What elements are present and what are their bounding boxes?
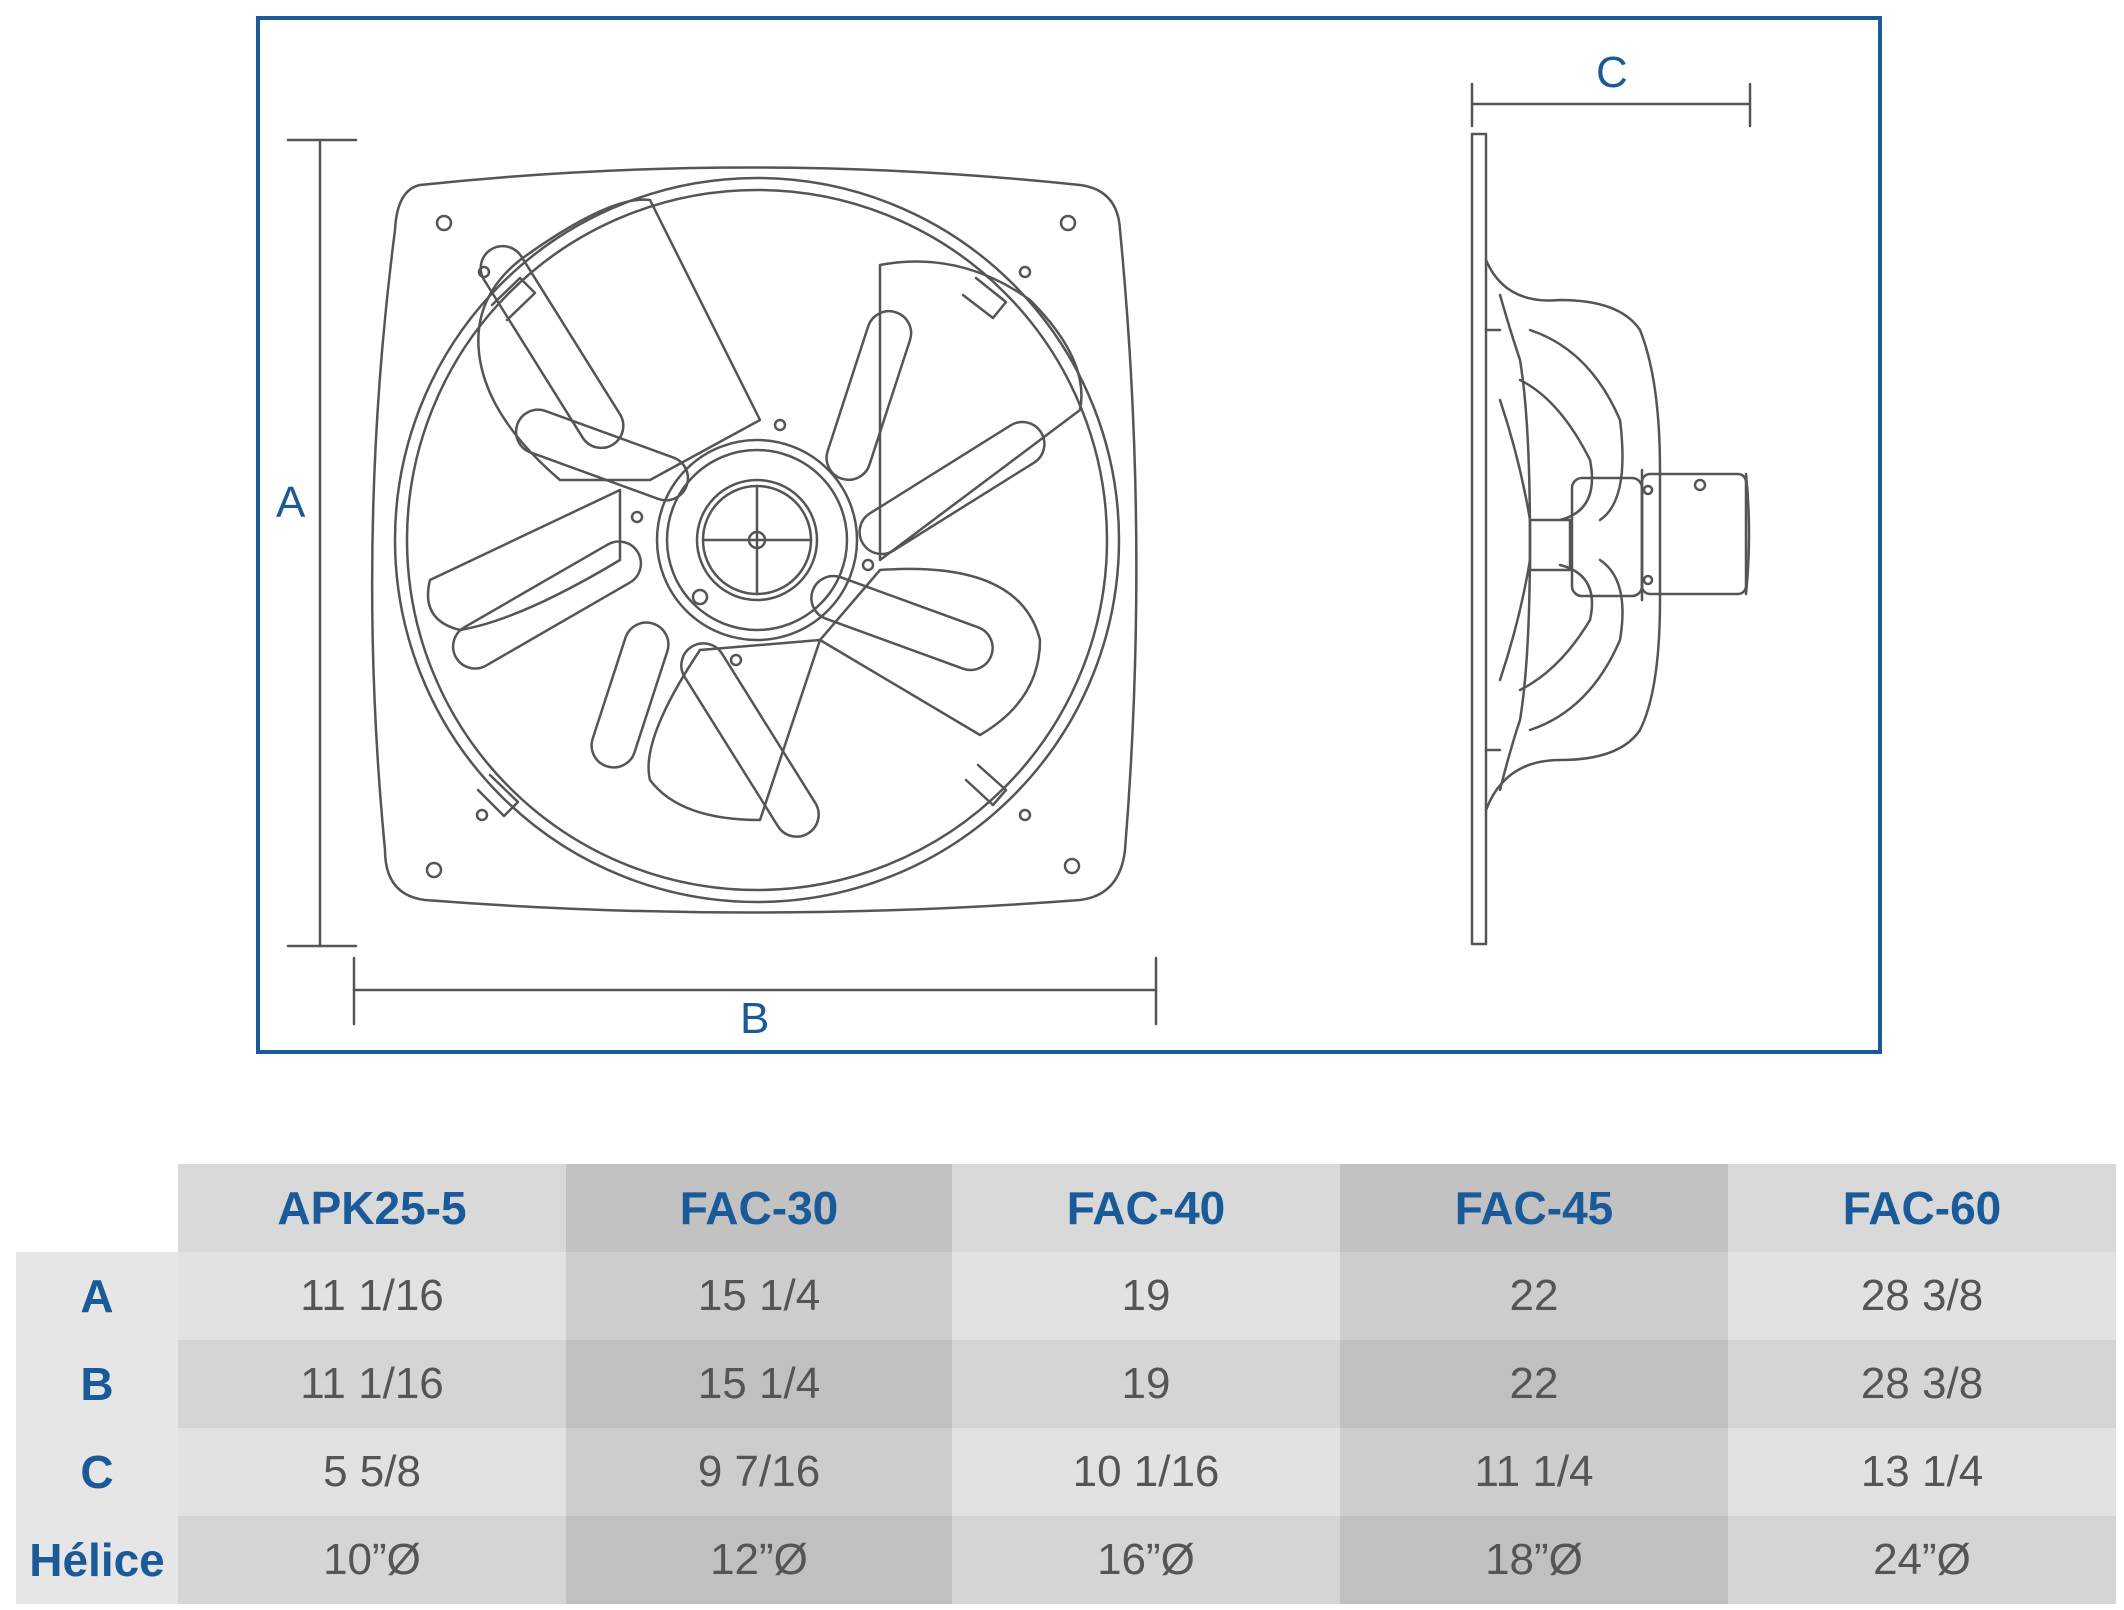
row-label: Hélice [16, 1516, 178, 1604]
table-row: B 11 1/16 15 1/4 19 22 28 3/8 [16, 1340, 2116, 1428]
table-cell: 22 [1340, 1252, 1728, 1340]
spec-table: APK25-5 FAC-30 FAC-40 FAC-45 FAC-60 A 11… [16, 1164, 2116, 1604]
row-label: A [16, 1252, 178, 1340]
hub-outer [655, 438, 859, 642]
table-row: A 11 1/16 15 1/4 19 22 28 3/8 [16, 1252, 2116, 1340]
table-cell: 11 1/16 [178, 1340, 566, 1428]
table-cell: 19 [952, 1340, 1340, 1428]
fan-technical-drawing [286, 82, 1752, 1026]
inner-ring [405, 188, 1109, 892]
model-header: FAC-60 [1728, 1164, 2116, 1252]
blade-arms [451, 244, 1046, 838]
table-cell: 12”Ø [566, 1516, 952, 1604]
table-row: Hélice 10”Ø 12”Ø 16”Ø 18”Ø 24”Ø [16, 1516, 2116, 1604]
table-cell: 15 1/4 [566, 1252, 952, 1340]
table-cell: 11 1/16 [178, 1252, 566, 1340]
row-label: C [16, 1428, 178, 1516]
model-header: FAC-30 [566, 1164, 952, 1252]
motor-body [1640, 472, 1748, 596]
model-header: FAC-45 [1340, 1164, 1728, 1252]
fan-front-view [370, 166, 1138, 914]
mounting-plate [1470, 132, 1488, 946]
table-cell: 11 1/4 [1340, 1428, 1728, 1516]
row-label: B [16, 1340, 178, 1428]
dimension-c-label: C [1596, 48, 1628, 97]
dimension-b-line [352, 956, 1158, 1026]
table-cell: 28 3/8 [1728, 1340, 2116, 1428]
model-header: FAC-40 [952, 1164, 1340, 1252]
dimension-c-line [1470, 82, 1752, 128]
housing-outline [370, 166, 1138, 914]
table-cell: 28 3/8 [1728, 1252, 2116, 1340]
dimension-a-line [286, 138, 358, 948]
outer-ring [393, 176, 1121, 904]
diagram-frame [256, 16, 1882, 1054]
table-cell: 9 7/16 [566, 1428, 952, 1516]
table-cell: 24”Ø [1728, 1516, 2116, 1604]
model-header: APK25-5 [178, 1164, 566, 1252]
fan-side-view [1470, 132, 1751, 946]
table-cell: 22 [1340, 1340, 1728, 1428]
table-row: C 5 5/8 9 7/16 10 1/16 11 1/4 13 1/4 [16, 1428, 2116, 1516]
dimension-a-label: A [276, 478, 306, 527]
dimension-b-label: B [740, 994, 770, 1043]
table-cell: 10 1/16 [952, 1428, 1340, 1516]
table-cell: 10”Ø [178, 1516, 566, 1604]
table-cell: 18”Ø [1340, 1516, 1728, 1604]
table-cell: 13 1/4 [1728, 1428, 2116, 1516]
table-cell: 15 1/4 [566, 1340, 952, 1428]
table-corner [16, 1164, 178, 1252]
table-cell: 16”Ø [952, 1516, 1340, 1604]
table-cell: 5 5/8 [178, 1428, 566, 1516]
table-cell: 19 [952, 1252, 1340, 1340]
table-header-row: APK25-5 FAC-30 FAC-40 FAC-45 FAC-60 [16, 1164, 2116, 1252]
